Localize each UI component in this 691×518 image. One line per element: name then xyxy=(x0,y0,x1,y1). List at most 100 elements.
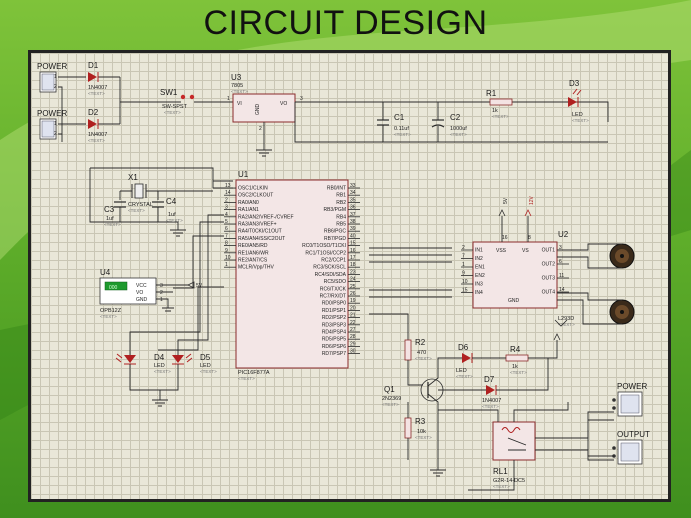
c3-value: 1uf xyxy=(106,216,114,222)
diode-d2: D2 1N4007 <TEXT> xyxy=(58,108,120,143)
output-label: OUTPUT xyxy=(617,430,650,439)
rl1-text: <TEXT> xyxy=(493,484,510,489)
u4-gnd: GND xyxy=(136,297,148,303)
u1-pin-number: 3 xyxy=(225,205,228,211)
u2-pin-number: 1 xyxy=(462,262,465,268)
r2-value: 470 xyxy=(417,350,426,356)
q1-name: Q1 xyxy=(384,385,395,394)
d5-value: LED xyxy=(200,363,211,369)
u1-pin-number: 30 xyxy=(350,349,356,355)
u2-pin8: 8 xyxy=(528,235,531,241)
motor-1 xyxy=(609,243,635,269)
u1-pin-number: 8 xyxy=(225,241,228,247)
u1-name: U1 xyxy=(238,170,249,179)
d7-text: <TEXT> xyxy=(482,404,499,409)
u1-pin-number: 40 xyxy=(350,233,356,239)
u2-pin16: 16 xyxy=(502,235,508,241)
u4-pin3: 3 xyxy=(160,283,163,289)
q1-value: 2N2369 xyxy=(382,396,401,402)
transistor-q1: Q1 2N2369 <TEXT> xyxy=(382,362,444,422)
u2-pin-name: IN1 xyxy=(475,248,483,254)
u1-pin-number: 14 xyxy=(225,190,231,196)
u1-pin-number: 34 xyxy=(350,190,356,196)
u1-pin-number: 23 xyxy=(350,269,356,275)
u1-pin-number: 19 xyxy=(350,298,356,304)
power-connector-1: POWER 1 2 xyxy=(37,62,67,93)
sw1-value: SW-SPST xyxy=(162,104,188,110)
crystal-x1: X1 CRYSTAL <TEXT> xyxy=(120,173,158,213)
u2-value: L293D xyxy=(558,316,574,322)
resistor-r4: R4 1k <TEXT> xyxy=(498,333,561,375)
u1-pin-number: 21 xyxy=(350,313,356,319)
u3-value: 7805 xyxy=(231,83,243,89)
motor-2 xyxy=(609,299,635,325)
u1-pin-number: 1 xyxy=(225,262,228,268)
u3-pin3: 3 xyxy=(300,96,303,102)
u1-pin-number: 24 xyxy=(350,277,356,283)
c2-name: C2 xyxy=(450,113,461,122)
c4-text: <TEXT> xyxy=(166,218,183,223)
u1-pin-name: RA1/AN1 xyxy=(238,207,259,213)
u1-pin-name: RC2/CCP1 xyxy=(321,258,346,264)
u2-pin-number: 6 xyxy=(559,259,562,265)
schematic-diagram: POWER 1 2 POWER 1 2 D1 1N4007 <TEXT> D2 … xyxy=(37,61,650,491)
u3-pin2: 2 xyxy=(259,126,262,132)
u3-gnd: GND xyxy=(255,104,261,116)
u1-pin-number: 7 xyxy=(225,233,228,239)
resistor-r3: R3 10k <TEXT> xyxy=(404,402,432,460)
u4-display: 000 xyxy=(109,285,118,291)
d4-value: LED xyxy=(154,363,165,369)
u1-pin-number: 17 xyxy=(350,255,356,261)
u1-pin-name: RD2/PSP2 xyxy=(322,315,346,321)
power1-label: POWER xyxy=(37,62,67,71)
u1-pin-name: RC3/SCK/SCL xyxy=(313,265,346,271)
u1-pin-number: 10 xyxy=(225,255,231,261)
power2-pin1: 1 xyxy=(54,121,57,127)
u2-name: U2 xyxy=(558,230,569,239)
u2-vss: VSS xyxy=(496,248,507,254)
u1-pin-number: 27 xyxy=(350,327,356,333)
u1-pin-name: RA5/AN4/SS/C2OUT xyxy=(238,236,285,242)
u1-pin-number: 26 xyxy=(350,291,356,297)
u4-pin1: 1 xyxy=(160,297,163,303)
power-terminal: POWER xyxy=(612,382,647,417)
u2-vcc-5v: 5V xyxy=(503,197,509,204)
d7-value: 1N4007 xyxy=(482,398,501,404)
u1-pin-number: 25 xyxy=(350,284,356,290)
u1-pin-number: 2 xyxy=(225,197,228,203)
rl1-name: RL1 xyxy=(493,467,508,476)
power2-label: POWER xyxy=(37,109,67,118)
u1-pin-number: 18 xyxy=(350,262,356,268)
r3-name: R3 xyxy=(415,417,426,426)
capacitor-c2: C2 1000uf <TEXT> xyxy=(431,102,467,142)
rl1-value: G2R-14-DC5 xyxy=(493,478,525,484)
d7-name: D7 xyxy=(484,375,495,384)
d2-text: <TEXT> xyxy=(88,138,105,143)
diode-d1: D1 1N4007 <TEXT> xyxy=(58,61,120,96)
u1-pin-number: 37 xyxy=(350,212,356,218)
d3-text: <TEXT> xyxy=(572,118,589,123)
u1-pin-name: RD3/PSP3 xyxy=(322,322,346,328)
c1-name: C1 xyxy=(394,113,405,122)
u1-pin-name: RB4 xyxy=(336,214,346,220)
c2-text: <TEXT> xyxy=(450,132,467,137)
power1-pin1: 1 xyxy=(54,74,57,80)
regulator-u3: U3 7805 <TEXT> VI VO GND 1 2 3 xyxy=(227,73,303,157)
u1-pin-name: RC4/SDI/SDA xyxy=(315,272,347,278)
u3-text: <TEXT> xyxy=(231,89,248,94)
u2-pin-number: 7 xyxy=(462,254,465,260)
capacitor-c1: C1 0.11uf <TEXT> xyxy=(377,102,411,142)
u1-pin-number: 39 xyxy=(350,226,356,232)
capacitor-c4: C4 1uf <TEXT> xyxy=(152,197,183,223)
u1-pin-name: RB3/PGM xyxy=(323,207,346,213)
u1-pin-number: 4 xyxy=(225,212,228,218)
u1-pin-name: RD5/PSP5 xyxy=(322,337,346,343)
u2-vcc-12v: 12V xyxy=(529,195,535,205)
schematic-panel xyxy=(28,50,671,502)
u1-pin-name: RB0/INT xyxy=(327,186,346,192)
u2-pin-name: OUT1 xyxy=(542,248,556,254)
r4-text: <TEXT> xyxy=(510,370,527,375)
